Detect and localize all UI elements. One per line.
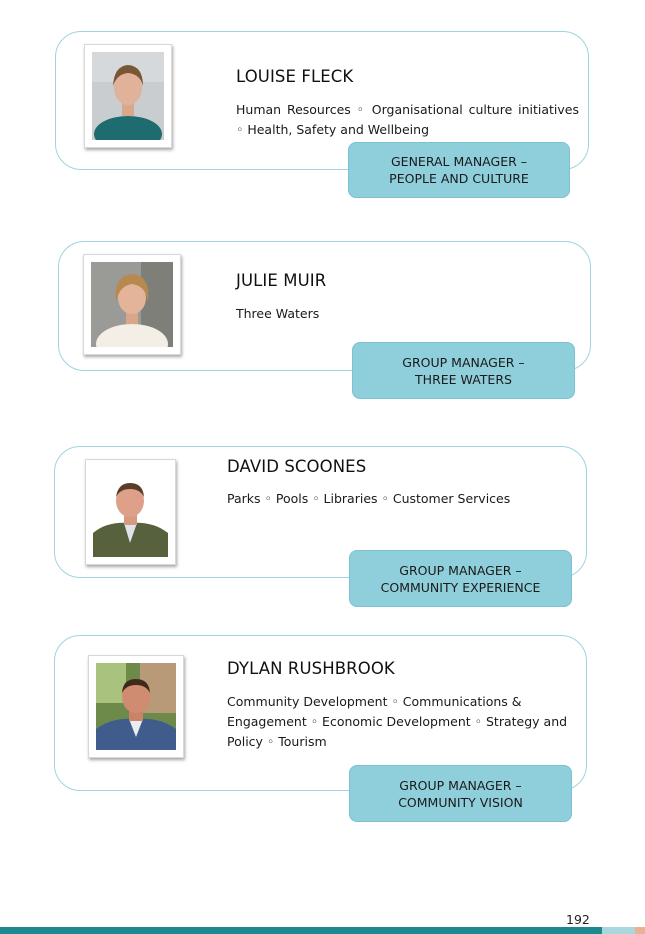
- role-title-line2: THREE WATERS: [415, 371, 512, 387]
- profile-name: LOUISE FLECK: [236, 67, 354, 86]
- role-title-line1: GROUP MANAGER –: [399, 777, 522, 793]
- footer-bar-accent: [602, 927, 635, 934]
- role-title-line1: GENERAL MANAGER –: [390, 154, 527, 169]
- profile-responsibilities: Three Waters: [236, 306, 320, 321]
- role-badge: GROUP MANAGER – THREE WATERS: [352, 342, 575, 399]
- portrait-photo-icon: [92, 52, 164, 140]
- role-title-line2: COMMUNITY VISION: [398, 794, 523, 810]
- role-badge: GENERAL MANAGER – PEOPLE AND CULTURE: [348, 142, 570, 198]
- portrait-photo-icon: [91, 262, 173, 347]
- profile-photo-dylan-rushbrook: [88, 655, 184, 758]
- page-number: 192: [566, 912, 590, 927]
- footer-bar: [0, 927, 602, 934]
- profile-name: DAVID SCOONES: [227, 457, 367, 476]
- profile-photo-julie-muir: [83, 254, 181, 355]
- profile-responsibilities: Community Development ◦ Communications &…: [227, 694, 568, 749]
- role-title-line1: GROUP MANAGER –: [402, 354, 525, 370]
- portrait-photo-icon: [96, 663, 176, 750]
- profile-responsibilities: Human Resources ◦ Organisational culture…: [236, 102, 579, 137]
- profile-photo-david-scoones: [85, 459, 176, 565]
- profile-photo-louise-fleck: [84, 44, 172, 148]
- role-title-line2: PEOPLE AND CULTURE: [389, 171, 529, 186]
- footer-bar-accent-end: [635, 927, 645, 934]
- role-badge: GROUP MANAGER – COMMUNITY VISION: [349, 765, 572, 822]
- role-title-line1: GROUP MANAGER –: [399, 562, 522, 578]
- profile-name: DYLAN RUSHBROOK: [227, 659, 395, 678]
- role-badge: GROUP MANAGER – COMMUNITY EXPERIENCE: [349, 550, 572, 607]
- role-title-line2: COMMUNITY EXPERIENCE: [380, 579, 541, 595]
- profile-responsibilities: Parks ◦ Pools ◦ Libraries ◦ Customer Ser…: [227, 491, 511, 506]
- portrait-photo-icon: [93, 467, 168, 557]
- profile-name: JULIE MUIR: [236, 271, 327, 290]
